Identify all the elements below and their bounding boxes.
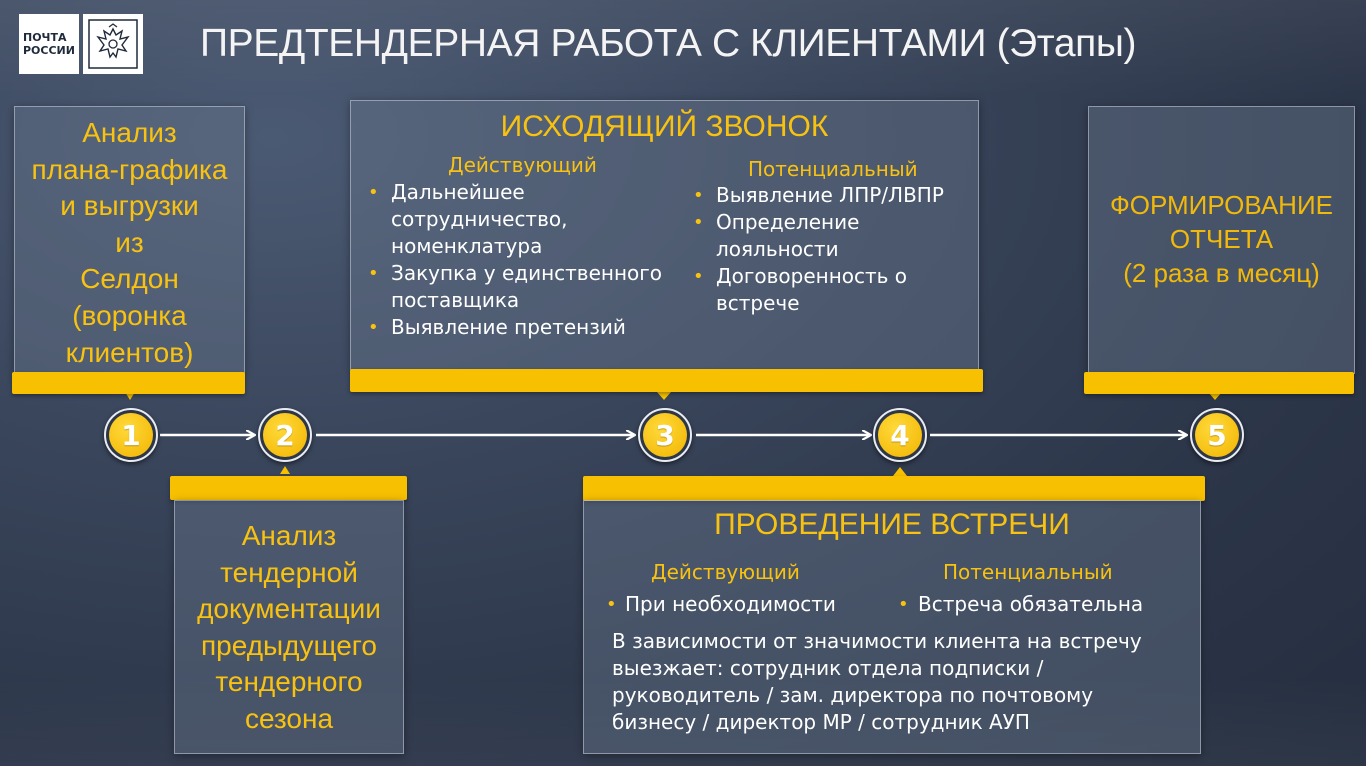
stage-1-line: (воронка <box>72 299 187 331</box>
stage-1-line: Селдон <box>80 263 179 295</box>
stage-3-panel <box>350 100 979 370</box>
stage-1-line: плана-графика <box>31 153 228 185</box>
notch-1 <box>125 392 135 400</box>
meeting-potential-heading: Потенциальный <box>943 560 1113 584</box>
stage-2-panel: Анализ тендерной документации предыдущег… <box>174 500 404 754</box>
stage-1-line: и выгрузки <box>60 190 199 222</box>
list-item-line: поставщика <box>391 288 520 312</box>
list-item: • Выявление претензий <box>364 314 684 341</box>
list-item-text: При необходимости <box>625 592 836 616</box>
stage-5-line: ФОРМИРОВАНИЕ <box>1109 190 1333 220</box>
step-4-marker: 4 <box>873 408 927 462</box>
meeting-active-heading: Действующий <box>651 560 800 584</box>
page-title: ПРЕДТЕНДЕРНАЯ РАБОТА С КЛИЕНТАМИ (Этапы) <box>200 22 1137 65</box>
meeting-potential-list: • Встреча обязательна <box>890 591 1190 618</box>
list-item-line: сотрудничество, <box>391 207 568 231</box>
step-number: 2 <box>263 413 307 457</box>
list-item-line: лояльности <box>716 237 839 261</box>
step-number: 1 <box>109 413 153 457</box>
header-band <box>0 0 1366 96</box>
stage-2-line: документации <box>197 593 381 625</box>
list-item-line: номенклатура <box>391 234 543 258</box>
notch-4 <box>893 467 907 476</box>
notch-2 <box>280 466 290 474</box>
outgoing-call-title: ИСХОДЯЩИЙ ЗВОНОК <box>500 110 829 143</box>
outgoing-call-potential-list: • Выявление ЛПР/ЛВПР • Определение лояль… <box>689 182 979 317</box>
step-5-marker: 5 <box>1190 408 1244 462</box>
stage-3-bar <box>350 369 983 392</box>
eagle-emblem-icon <box>83 14 143 74</box>
outgoing-call-potential-heading: Потенциальный <box>748 157 918 181</box>
step-2-marker: 2 <box>258 408 312 462</box>
meeting-note-line: бизнесу / директор МР / сотрудник АУП <box>612 710 1030 734</box>
stage-5-panel: ФОРМИРОВАНИЕ ОТЧЕТА (2 раза в месяц) <box>1088 106 1355 374</box>
step-3-marker: 3 <box>638 408 692 462</box>
logo-wordmark: ПОЧТА РОССИИ <box>19 14 79 74</box>
meeting-note-line: В зависимости от значимости клиента на в… <box>612 629 1142 653</box>
list-item: • Договоренность о встрече <box>689 263 979 317</box>
list-item: • Выявление ЛПР/ЛВПР <box>689 182 979 209</box>
stage-2-line: тендерной <box>220 556 358 588</box>
stage-2-bar <box>170 476 407 500</box>
list-item-line: Выявление ЛПР/ЛВПР <box>716 183 944 207</box>
logo-line-2: РОССИИ <box>23 44 75 57</box>
step-number: 5 <box>1195 413 1239 457</box>
list-item: • При необходимости <box>606 592 836 616</box>
meeting-note: В зависимости от значимости клиента на в… <box>612 628 1197 736</box>
stage-1-panel: Анализ плана-графика и выгрузки из Селдо… <box>14 106 245 374</box>
list-item: • Встреча обязательна <box>898 592 1144 616</box>
list-item-line: Закупка у единственного <box>391 261 663 285</box>
meeting-note-line: выезжает: сотрудник отдела подписки / <box>612 656 1044 680</box>
notch-5 <box>1208 392 1222 400</box>
stage-2-line: Анализ <box>241 520 337 551</box>
stage-1-line: клиентов) <box>65 336 194 368</box>
stage-4-panel <box>583 500 1201 754</box>
list-item-line: Выявление претензий <box>391 315 626 339</box>
list-item-text: Встреча обязательна <box>918 592 1144 616</box>
logo-line-1: ПОЧТА <box>23 31 67 44</box>
step-number: 3 <box>643 413 687 457</box>
step-number: 4 <box>878 413 922 457</box>
stage-1-text: Анализ плана-графика и выгрузки из Селдо… <box>15 107 244 371</box>
stage-5-bar <box>1084 372 1354 394</box>
stage-2-text: Анализ тендерной документации предыдущег… <box>175 501 403 738</box>
stage-4-bar <box>583 476 1205 501</box>
list-item: • Закупка у единственного поставщика <box>364 260 684 314</box>
meeting-note-line: руководитель / зам. директора по почтово… <box>612 683 1094 707</box>
stage-2-line: предыдущего <box>201 629 377 661</box>
outgoing-call-active-list: • Дальнейшее сотрудничество, номенклатур… <box>364 179 684 341</box>
list-item: • Дальнейшее сотрудничество, номенклатур… <box>364 179 684 260</box>
list-item: • Определение лояльности <box>689 209 979 263</box>
meeting-active-list: • При необходимости <box>598 591 878 618</box>
stage-2-line: тендерного <box>215 666 363 698</box>
list-item-line: Определение <box>716 210 860 234</box>
notch-3 <box>657 392 671 400</box>
list-item-line: Договоренность о <box>716 264 908 288</box>
stage-5-line: (2 раза в месяц) <box>1123 258 1320 288</box>
list-item-line: встрече <box>716 291 800 315</box>
list-item-line: Дальнейшее <box>391 180 525 204</box>
stage-1-line: из <box>115 226 144 258</box>
stage-1-bar <box>12 372 245 394</box>
russian-post-logo: ПОЧТА РОССИИ <box>19 14 143 74</box>
step-1-marker: 1 <box>104 408 158 462</box>
meeting-title: ПРОВЕДЕНИЕ ВСТРЕЧИ <box>714 508 1070 541</box>
stage-5-text: ФОРМИРОВАНИЕ ОТЧЕТА (2 раза в месяц) <box>1089 107 1354 290</box>
stage-5-line: ОТЧЕТА <box>1169 224 1274 254</box>
stage-1-line: Анализ <box>82 117 177 148</box>
outgoing-call-active-heading: Действующий <box>448 153 597 177</box>
stage-2-line: сезона <box>244 702 334 734</box>
